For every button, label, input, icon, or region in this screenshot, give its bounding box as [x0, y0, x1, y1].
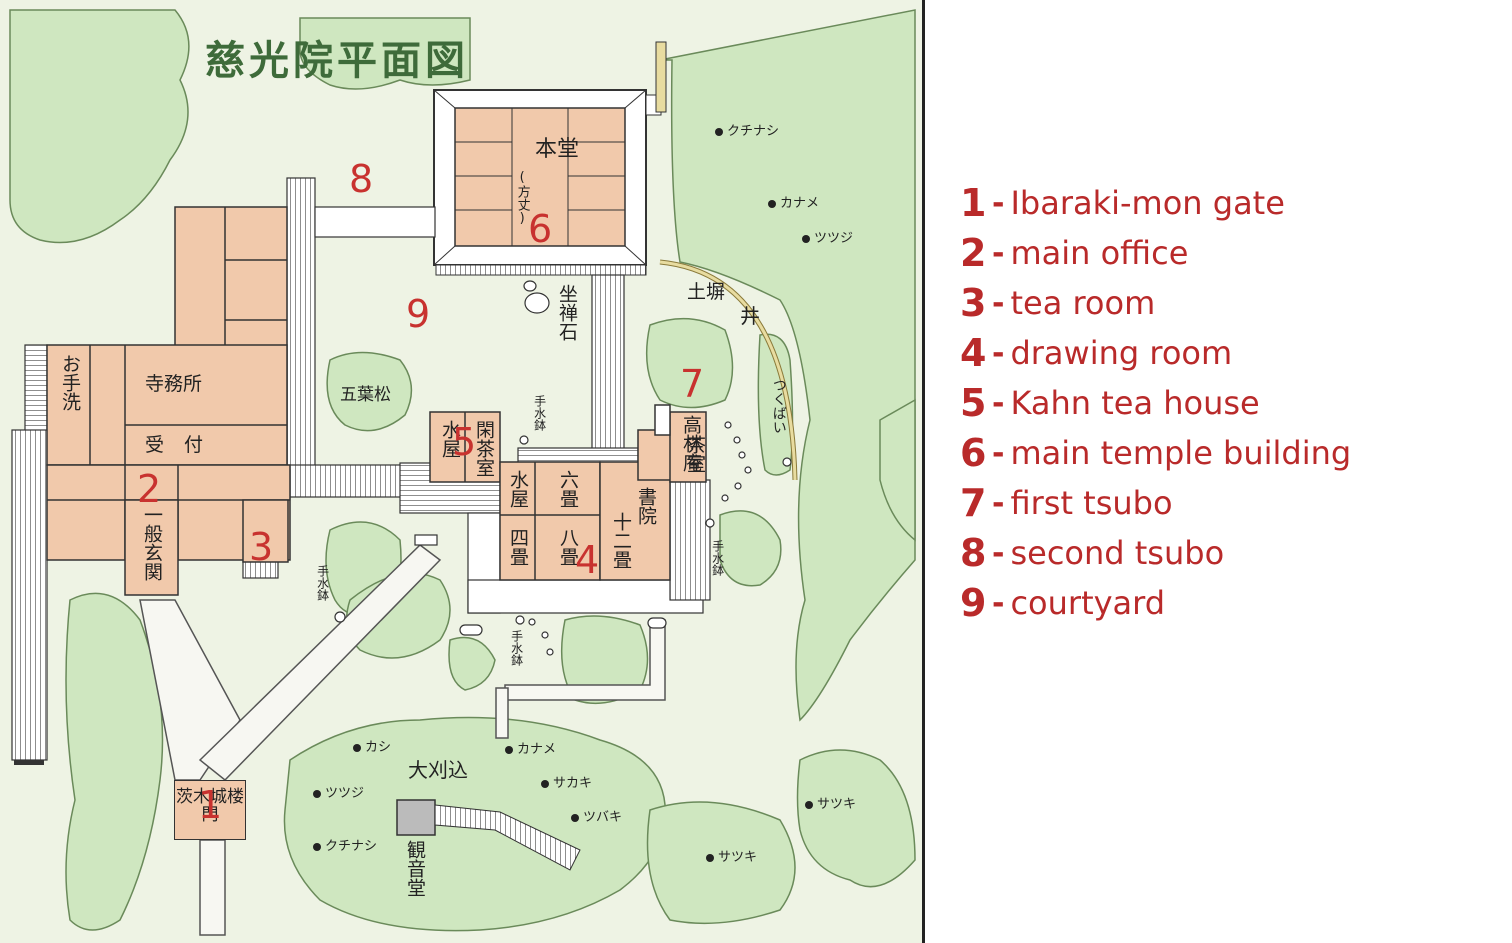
- legend-number: 9: [960, 581, 987, 625]
- legend-label: Kahn tea house: [1010, 384, 1260, 422]
- main-hall-shape: [433, 41, 667, 276]
- legend-label: main office: [1010, 234, 1189, 272]
- marker-4: 4: [575, 538, 600, 582]
- legend-label: second tsubo: [1010, 534, 1225, 572]
- label-hojo: (方丈): [514, 170, 530, 226]
- label-shoin: 書院: [634, 487, 657, 525]
- garden-stones: [334, 280, 792, 656]
- legend-label: tea room: [1010, 284, 1156, 322]
- legend-item-7: 7-first tsubo: [960, 478, 1351, 528]
- label-kannondo: 観音堂: [403, 840, 426, 897]
- label-mizuya-2: 水屋: [506, 470, 529, 508]
- legend-number: 8: [960, 531, 987, 575]
- plant-label-2: カナメ: [768, 192, 819, 211]
- marker-2: 2: [137, 467, 162, 511]
- legend-separator: -: [992, 485, 1005, 521]
- plant-label-1: クチナシ: [715, 120, 779, 139]
- legend-item-9: 9-courtyard: [960, 578, 1351, 628]
- legend-separator: -: [992, 235, 1005, 271]
- legend-label: Ibaraki-mon gate: [1010, 184, 1285, 222]
- label-hondo: 本堂: [535, 137, 580, 162]
- legend: 1-Ibaraki-mon gate 2-main office 3-tea r…: [960, 178, 1351, 628]
- legend-number: 5: [960, 381, 987, 425]
- legend-number: 7: [960, 481, 987, 525]
- legend-number: 4: [960, 331, 987, 375]
- label-ibaraki-gate: 茨木城楼門: [174, 780, 246, 840]
- marker-6: 6: [528, 207, 553, 251]
- label-uketsuke: 受付: [145, 434, 224, 456]
- legend-separator: -: [992, 585, 1005, 621]
- kannondo-shape: [396, 799, 581, 871]
- office-building-shape: [46, 206, 291, 596]
- label-okarikomi: 大刈込: [408, 758, 468, 782]
- marker-5: 5: [452, 420, 477, 464]
- legend-separator: -: [992, 185, 1005, 221]
- legend-separator: -: [992, 435, 1005, 471]
- legend-number: 3: [960, 281, 987, 325]
- label-zazen-stone: 坐禅石: [555, 284, 578, 341]
- marker-8: 8: [349, 157, 374, 201]
- plant-label-10: サツキ: [805, 793, 856, 812]
- legend-label: courtyard: [1010, 584, 1166, 622]
- plant-label-3: ツツジ: [802, 227, 853, 246]
- marker-1: 1: [198, 783, 223, 827]
- label-temizu-3: 手水鉢: [710, 540, 725, 576]
- legend-item-1: 1-Ibaraki-mon gate: [960, 178, 1351, 228]
- legend-separator: -: [992, 285, 1005, 321]
- legend-item-5: 5-Kahn tea house: [960, 378, 1351, 428]
- label-yojo: 四畳: [506, 528, 529, 566]
- label-hachijo: 八畳: [556, 528, 579, 566]
- label-temizu-1: 手水鉢: [532, 395, 547, 431]
- label-dobei: 土塀: [687, 281, 726, 303]
- marker-7: 7: [680, 362, 705, 406]
- map-title: 慈光院平面図: [205, 38, 469, 84]
- label-goyomatsu: 五葉松: [340, 385, 391, 405]
- label-korinan: 高林庵: [679, 415, 702, 472]
- label-mizuya-1: 水屋: [438, 420, 461, 458]
- legend-number: 1: [960, 181, 987, 225]
- plant-label-4: カシ: [353, 736, 391, 755]
- legend-separator: -: [992, 385, 1005, 421]
- legend-item-8: 8-second tsubo: [960, 528, 1351, 578]
- label-rokujo: 六畳: [556, 470, 579, 508]
- legend-number: 6: [960, 431, 987, 475]
- map-drawing: [9, 9, 916, 936]
- marker-3: 3: [249, 525, 274, 569]
- label-ote-arai: お手洗: [58, 354, 81, 411]
- legend-separator: -: [992, 535, 1005, 571]
- legend-label: drawing room: [1010, 334, 1233, 372]
- plant-label-5: カナメ: [505, 738, 556, 757]
- label-ippan-genkan: 一般玄関: [140, 505, 163, 581]
- legend-item-2: 2-main office: [960, 228, 1351, 278]
- legend-item-4: 4-drawing room: [960, 328, 1351, 378]
- plant-label-9: クチナシ: [313, 835, 377, 854]
- legend-number: 2: [960, 231, 987, 275]
- legend-item-6: 6-main temple building: [960, 428, 1351, 478]
- label-temizu-2: 手水鉢: [315, 565, 330, 601]
- plant-label-11: サツキ: [706, 846, 757, 865]
- label-temizu-4: 手水鉢: [509, 630, 524, 666]
- legend-label: first tsubo: [1010, 484, 1173, 522]
- legend-separator: -: [992, 335, 1005, 371]
- label-juni-jo: 十二畳: [609, 512, 632, 569]
- marker-9: 9: [406, 292, 431, 336]
- label-ido: 井: [740, 304, 760, 328]
- legend-item-3: 3-tea room: [960, 278, 1351, 328]
- plant-label-8: ツバキ: [571, 806, 622, 825]
- legend-label: main temple building: [1010, 434, 1352, 472]
- label-jimusho: 寺務所: [145, 373, 203, 395]
- shoin-building-shape: [429, 404, 707, 581]
- label-chashitsu: 茶室: [683, 435, 706, 473]
- temple-floor-plan-map: 慈光院平面図 本堂 (方丈) 坐禅石 五葉松 手水鉢 手水鉢 手水鉢 手水鉢 お…: [0, 0, 925, 943]
- plant-label-6: ツツジ: [313, 782, 364, 801]
- label-tsukubai: つくばい: [770, 378, 787, 434]
- plant-label-7: サカキ: [541, 772, 592, 791]
- label-kan-chashitsu: 閑茶室: [472, 420, 495, 477]
